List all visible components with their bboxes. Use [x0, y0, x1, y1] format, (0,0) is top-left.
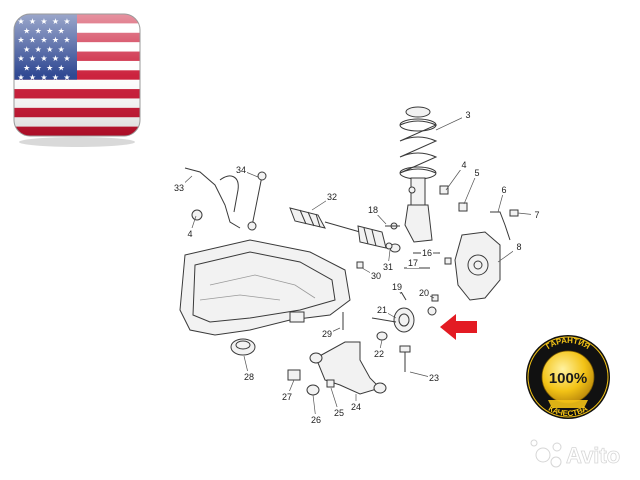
callout-label-background [391, 281, 403, 292]
callout-label: 25 [334, 408, 344, 418]
bolts-part [356, 242, 452, 269]
callout-label: 20 [419, 288, 429, 298]
callout-label: 8 [516, 242, 521, 252]
callout-label: 3 [465, 110, 470, 120]
callout-label-background [373, 348, 385, 359]
red-pointer-arrow-icon [440, 314, 477, 340]
callout-label-background [310, 414, 322, 425]
callout-label: 5 [474, 168, 479, 178]
callout-label: 19 [392, 282, 402, 292]
callout-label-background [428, 372, 440, 383]
strut-assembly-part [399, 106, 438, 243]
callout-label: 29 [322, 329, 332, 339]
callout-label-background [326, 191, 338, 202]
callout-label-background [173, 182, 185, 193]
callout-label-background [513, 241, 525, 252]
callout-label: 21 [377, 305, 387, 315]
callout-label-background [235, 164, 247, 175]
callout-label: 26 [311, 415, 321, 425]
callout-label: 4 [187, 229, 192, 239]
callout-label: 7 [534, 210, 539, 220]
callout-label-background [407, 257, 419, 268]
seal-value-text: 100% [549, 370, 587, 387]
subframe-part [179, 239, 351, 356]
callout-label-background [418, 287, 430, 298]
callout-label-background [498, 184, 510, 195]
callout-label-background [471, 167, 483, 178]
callout-label: 34 [236, 165, 246, 175]
callout-label-background [333, 407, 345, 418]
stabilizer-link-part [247, 171, 267, 231]
drive-axle-part [289, 207, 401, 253]
callout-label-background [370, 270, 382, 281]
callout-label: 6 [501, 185, 506, 195]
callout-label: 31 [383, 262, 393, 272]
callout-label-background [367, 204, 379, 215]
callout-label: 28 [244, 372, 254, 382]
callout-label-background [462, 109, 474, 120]
steering-knuckle-part [454, 231, 501, 301]
callout-label-background [321, 328, 333, 339]
stabilizer-bar-part [184, 167, 241, 229]
callout-label-background [243, 371, 255, 382]
callout-label: 27 [282, 392, 292, 402]
wheel-speed-sensor-part [490, 209, 519, 241]
callout-label: 4 [461, 160, 466, 170]
callout-label: 32 [327, 192, 337, 202]
avito-watermark: Avito [530, 439, 621, 468]
callout-label-background [184, 228, 196, 239]
guarantee-seal-badge: ГАРАНТИЯ КАЧЕСТВА 100% [526, 335, 610, 419]
ball-joint-stud-part [399, 345, 411, 372]
front-suspension-exploded-view: 3456783334321841617313019202122292827262… [173, 106, 543, 425]
callout-label-background [458, 159, 470, 170]
callout-label: 22 [374, 349, 384, 359]
callout-label: 33 [174, 183, 184, 193]
callout-label-background [531, 209, 543, 220]
callout-label-background [376, 304, 388, 315]
callout-label: 24 [351, 402, 361, 412]
callout-label: 16 [422, 248, 432, 258]
callout-label-background [382, 261, 394, 272]
control-arm-bushing-part [371, 306, 437, 341]
callout-label-background [281, 391, 293, 402]
avito-watermark-text: Avito [566, 443, 620, 468]
callout-label-background [350, 401, 362, 412]
avito-logo-icon [530, 439, 562, 468]
callout-label: 18 [368, 205, 378, 215]
callout-label: 30 [371, 271, 381, 281]
callout-label: 23 [429, 373, 439, 383]
us-flag-icon: ★★★★★★★★★★★★★★★★★★★★★★★★★★★★★★★★ [13, 13, 141, 147]
callout-label: 17 [408, 258, 418, 268]
callout-label-background [421, 247, 433, 258]
leader-line [463, 172, 478, 205]
callout-labels: 3456783334321841617313019202122292827262… [173, 109, 543, 425]
